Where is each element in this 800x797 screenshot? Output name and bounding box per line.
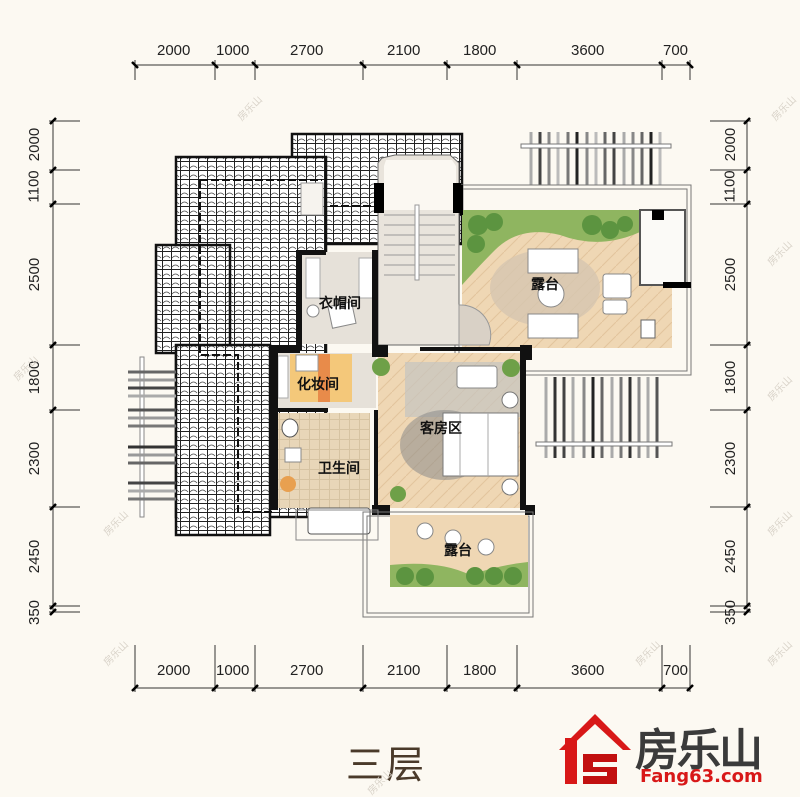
dim-bottom-1: 2000 — [157, 662, 191, 679]
room-label-bathroom: 卫生间 — [318, 461, 360, 477]
dim-bottom-6: 3600 — [571, 662, 605, 679]
dim-left-3: 2500 — [26, 257, 44, 292]
dim-left-1: 2000 — [26, 127, 44, 162]
dim-right-3: 2500 — [722, 257, 740, 292]
dim-right-4: 1800 — [722, 360, 740, 395]
dim-left-5: 2300 — [26, 441, 44, 476]
dim-top-7: 700 — [663, 42, 689, 59]
staircase — [374, 154, 492, 346]
dim-top-6: 3600 — [571, 42, 605, 59]
dim-right-5: 2300 — [722, 441, 740, 476]
room-label-terrace-north: 露台 — [531, 277, 559, 293]
room-label-closet: 衣帽间 — [319, 296, 361, 312]
floor-title: 三层 — [346, 743, 427, 787]
brand-name: 房乐山 — [635, 725, 763, 776]
pergola-left — [128, 356, 176, 518]
walls — [270, 250, 535, 515]
dim-bottom-4: 2100 — [387, 662, 421, 679]
dim-top-4: 2100 — [387, 42, 421, 59]
dim-bottom-5: 1800 — [463, 662, 497, 679]
dim-top-2: 1000 — [216, 42, 250, 59]
house-logo-icon — [559, 714, 631, 784]
dim-right-1: 2000 — [722, 127, 740, 162]
brand-url: Fang63.com — [640, 766, 763, 787]
pergola-top — [520, 132, 672, 185]
dim-left-6: 2450 — [26, 539, 44, 574]
dim-top-5: 1800 — [463, 42, 497, 59]
dim-top-1: 2000 — [157, 42, 191, 59]
dim-left-7: 350 — [26, 599, 44, 626]
dim-right-6: 2450 — [722, 539, 740, 574]
dim-top-3: 2700 — [290, 42, 324, 59]
dim-bottom-2: 1000 — [216, 662, 250, 679]
pergola-right — [535, 377, 673, 458]
dim-right-2: 1100 — [721, 170, 739, 203]
dim-right-7: 350 — [722, 599, 740, 626]
room-label-dressing: 化妆间 — [297, 377, 339, 393]
dim-left-2: 1100 — [25, 170, 43, 203]
room-label-guest-room: 客房区 — [420, 421, 462, 437]
terrace-north — [454, 184, 692, 376]
dim-bottom-7: 700 — [663, 662, 689, 679]
interior — [277, 252, 526, 535]
terrace-south — [295, 509, 534, 618]
dim-bottom-3: 2700 — [290, 662, 324, 679]
dimension-slashes — [49, 61, 751, 692]
room-label-terrace-south: 露台 — [444, 543, 472, 559]
